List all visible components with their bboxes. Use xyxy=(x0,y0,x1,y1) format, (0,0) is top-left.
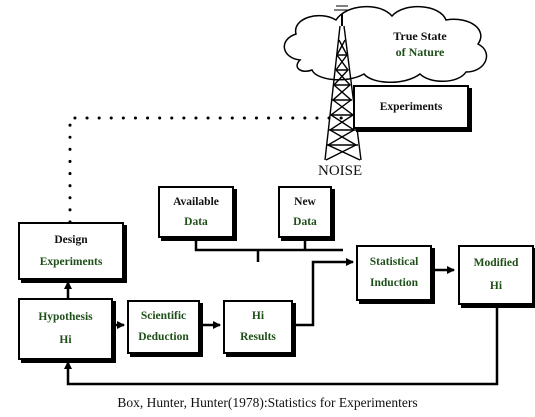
hypothesis-line1: Hypothesis xyxy=(38,310,93,323)
new-data-line1: New xyxy=(294,195,316,208)
hypothesis-line2: Hi xyxy=(59,334,72,347)
new-data-box: New Data xyxy=(278,186,332,238)
design-experiments-line1: Design xyxy=(54,233,88,246)
design-experiments-line2: Experiments xyxy=(39,255,103,268)
modified-hi-line1: Modified xyxy=(473,257,519,270)
design-experiments-box: Design Experiments xyxy=(18,222,124,280)
experiments-box: Experiments xyxy=(353,85,469,129)
new-data-line2: Data xyxy=(293,215,317,228)
modified-hi-line2: Hi xyxy=(489,280,503,293)
scientific-deduction-line1: Scientific xyxy=(140,310,187,323)
hi-results-line2: Results xyxy=(240,331,276,344)
available-data-line2: Data xyxy=(184,215,208,228)
source-caption: Box, Hunter, Hunter(1978):Statistics for… xyxy=(117,395,418,410)
hi-results-box: Hi Results xyxy=(223,300,293,354)
noise-label: NOISE xyxy=(318,163,363,179)
statistical-induction-line1: Statistical xyxy=(369,255,419,268)
experiments-label: Experiments xyxy=(379,100,443,113)
scientific-deduction-line2: Deduction xyxy=(138,331,189,344)
connector-lines xyxy=(64,238,499,386)
radio-tower-icon xyxy=(324,5,362,161)
available-data-line1: Available xyxy=(173,195,219,208)
statistical-induction-box: Statistical Induction xyxy=(356,245,432,301)
cloud-label-line1: True State xyxy=(393,29,447,43)
modified-hi-box: Modified Hi xyxy=(458,245,534,305)
statistical-induction-line2: Induction xyxy=(370,277,418,290)
cloud-label: True State of Nature xyxy=(370,28,470,60)
hypothesis-box: Hypothesis Hi xyxy=(18,298,113,360)
cloud-label-line2: of Nature xyxy=(395,45,445,60)
dotted-design-link xyxy=(68,116,352,224)
cloud-icon xyxy=(283,5,488,83)
hi-results-line1: Hi xyxy=(251,310,265,323)
available-data-box: Available Data xyxy=(158,186,234,238)
scientific-deduction-box: Scientific Deduction xyxy=(127,300,200,354)
